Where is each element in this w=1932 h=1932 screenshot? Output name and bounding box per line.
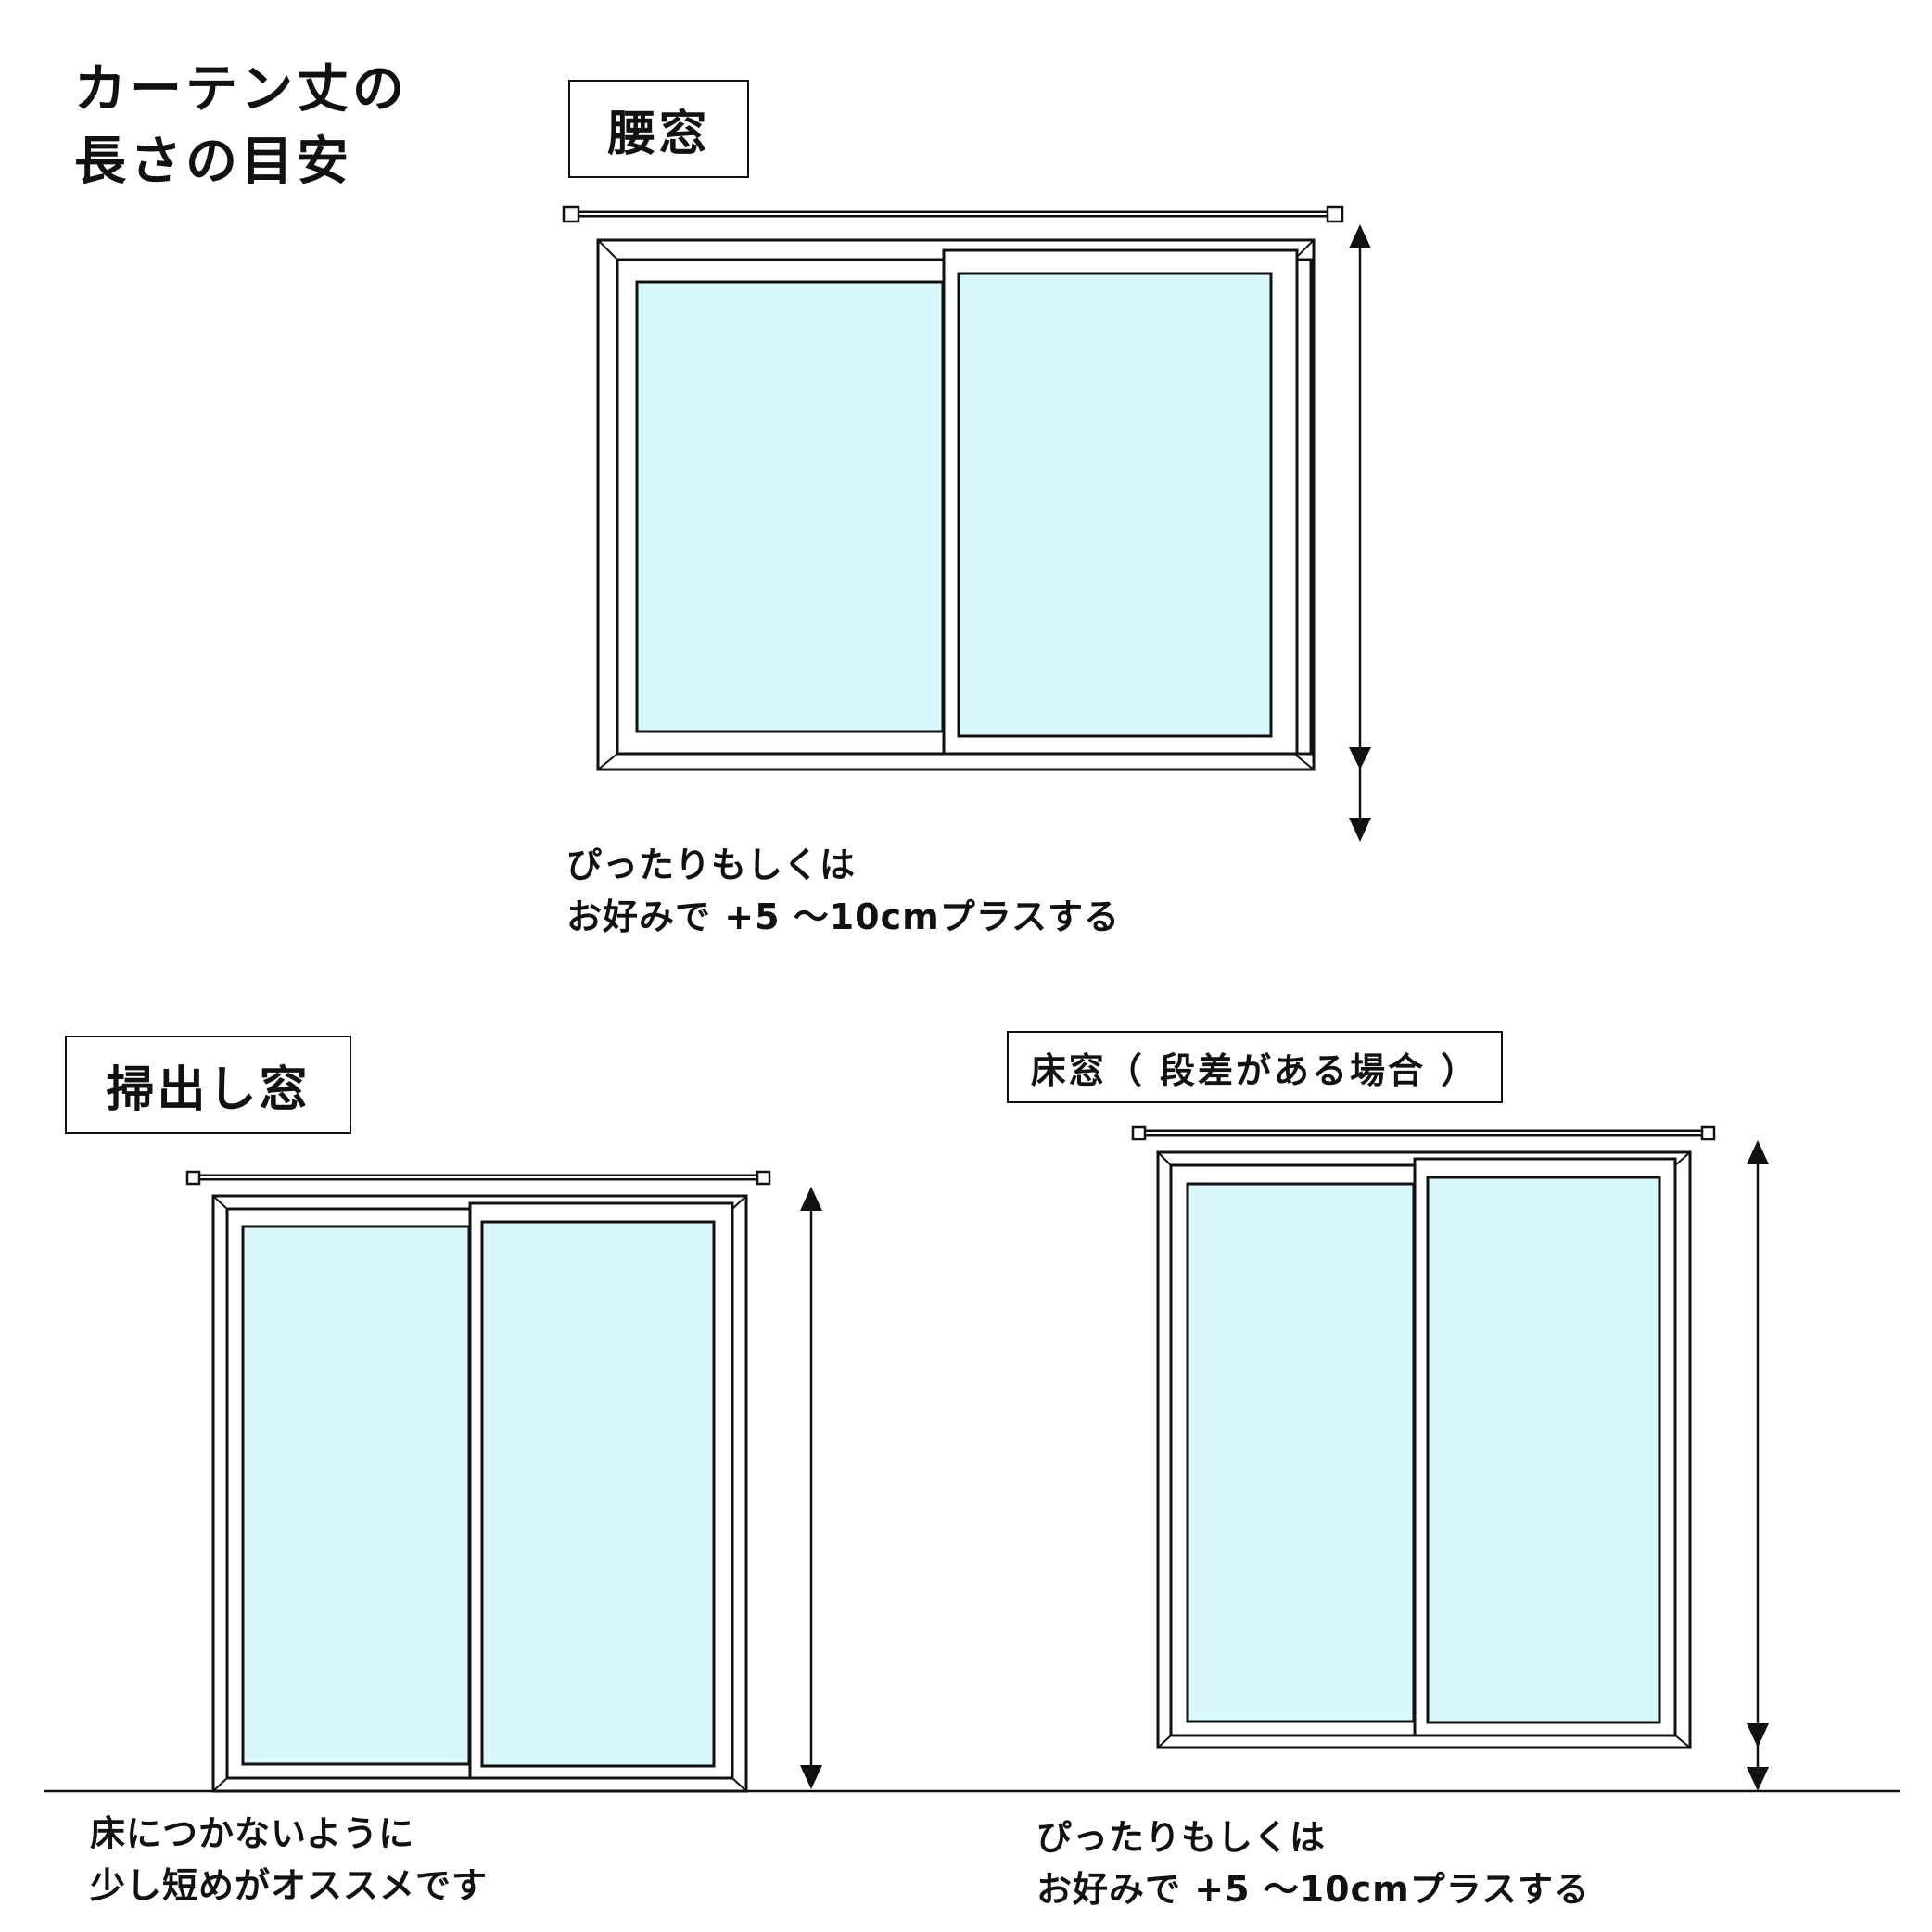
window-frame-icon bbox=[211, 1194, 748, 1793]
curtain-rod-icon bbox=[1131, 1125, 1716, 1141]
curtain-rod-icon bbox=[562, 205, 1344, 223]
page-title: カーテン丈の 長さの目安 bbox=[74, 59, 408, 192]
hakidashi-mado-diagram bbox=[185, 1170, 822, 1793]
label-koshi-mado: 腰窓 bbox=[568, 80, 749, 178]
curtain-rod-icon bbox=[185, 1170, 771, 1186]
note-koshi-mado: ぴったりもしくは お好みで +5 〜10cmプラスする bbox=[566, 845, 1120, 937]
window-frame-icon bbox=[1156, 1150, 1692, 1749]
height-arrow-icon bbox=[800, 1187, 822, 1789]
window-frame-icon bbox=[596, 238, 1316, 771]
label-hakidashi-mado: 掃出し窓 bbox=[65, 1036, 351, 1134]
note-yuka-mado: ぴったりもしくは お好みで +5 〜10cmプラスする bbox=[1036, 1817, 1590, 1910]
height-arrow-icon bbox=[1349, 224, 1371, 842]
height-arrow-icon bbox=[1747, 1140, 1769, 1791]
label-yuka-mado: 床窓（ 段差がある場合 ） bbox=[1007, 1031, 1503, 1103]
koshi-mado-diagram bbox=[562, 205, 1371, 842]
note-hakidashi-mado: 床につかないように 少し短めがオススメです bbox=[90, 1813, 489, 1906]
yuka-mado-diagram bbox=[1131, 1125, 1769, 1791]
